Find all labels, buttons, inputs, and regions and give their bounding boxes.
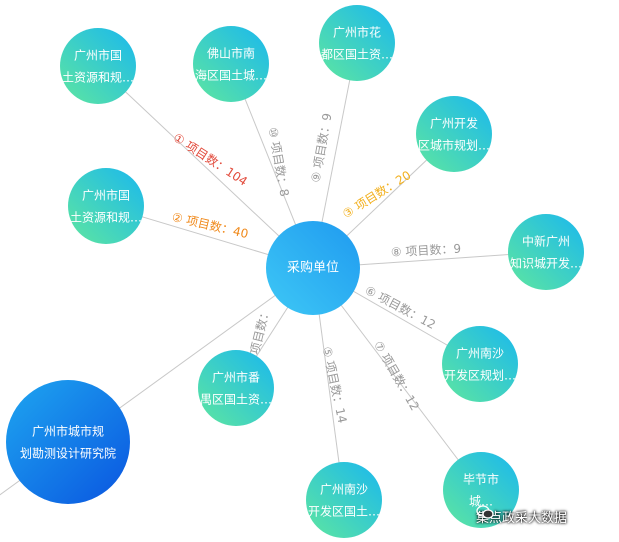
node-n7-circle[interactable] (443, 452, 519, 528)
node-n10-circle[interactable] (193, 26, 269, 102)
node-n10-label-line2: 海区国土城… (195, 68, 267, 83)
node-n4-circle[interactable] (198, 350, 274, 426)
node-big-circle[interactable] (6, 380, 130, 504)
node-n9-label-line1: 广州市花 (333, 25, 381, 40)
node-n1-label-line2: 土资源和规… (62, 70, 134, 85)
edge-label-n10: ⑩ 项目数：8 (266, 126, 293, 198)
edge-label-n1: ① 项目数：104 (171, 130, 251, 189)
node-n9[interactable]: 广州市花都区国土资… (319, 5, 395, 81)
node-n6-circle[interactable] (442, 326, 518, 402)
node-n7-label-line1: 毕节市 (463, 472, 499, 487)
node-n8-circle[interactable] (508, 214, 584, 290)
edge-label-n2: ② 项目数：40 (171, 209, 250, 241)
node-n10[interactable]: 佛山市南海区国土城… (193, 26, 269, 102)
edge-label-n8: ⑧ 项目数：9 (390, 241, 461, 260)
node-n2-label-line1: 广州市国 (82, 188, 130, 203)
edge-label-n6: ⑥ 项目数：12 (363, 282, 439, 332)
node-n2[interactable]: 广州市国土资源和规… (68, 168, 144, 244)
watermark-text: 集点政采大数据 (476, 510, 568, 526)
center-node-circle[interactable] (266, 221, 360, 315)
node-n4-label-line2: 禺区国土资… (200, 393, 272, 407)
node-n1[interactable]: 广州市国土资源和规… (60, 28, 136, 104)
node-n6-label-line2: 开发区规划… (444, 368, 516, 383)
node-n9-circle[interactable] (319, 5, 395, 81)
node-n3-circle[interactable] (416, 96, 492, 172)
node-n8-label-line1: 中新广州 (522, 234, 570, 249)
node-layer: 广州市国土资源和规…广州市国土资源和规…广州开发区城市规划…广州市番禺区国土资…… (6, 5, 584, 538)
node-n3-label-line2: 区城市规划… (418, 138, 490, 153)
node-n6-label-line1: 广州南沙 (456, 346, 504, 361)
wechat-icon (476, 505, 494, 519)
center-node[interactable]: 采购单位 (266, 221, 360, 315)
node-n4-label-line1: 广州市番 (212, 370, 260, 385)
edge-label-n5: ⑤ 项目数：14 (320, 345, 351, 424)
center-node-label: 采购单位 (287, 260, 339, 276)
node-n9-label-line2: 都区国土资… (321, 48, 393, 62)
node-big-label-line1: 广州市城市规 (32, 424, 104, 439)
edge-label-n7: ⑦ 项目数：12 (371, 338, 423, 413)
node-n7-label-line2: 城… (469, 495, 493, 509)
node-n2-circle[interactable] (68, 168, 144, 244)
node-big-label-line2: 划勘测设计研究院 (20, 446, 116, 461)
node-n8-label-line2: 知识城开发… (510, 256, 582, 271)
node-n8[interactable]: 中新广州知识城开发… (508, 214, 584, 290)
node-n5-label-line2: 开发区国土… (308, 504, 380, 519)
node-n4[interactable]: 广州市番禺区国土资… (198, 350, 274, 426)
node-n1-circle[interactable] (60, 28, 136, 104)
node-n7[interactable]: 毕节市城… (443, 452, 519, 528)
node-n2-label-line2: 土资源和规… (70, 210, 142, 225)
node-n3[interactable]: 广州开发区城市规划… (416, 96, 492, 172)
watermark: 集点政采大数据 (476, 505, 567, 527)
node-n10-label-line1: 佛山市南 (207, 46, 255, 61)
edge-n1 (97, 65, 314, 269)
node-n5-circle[interactable] (306, 462, 382, 538)
node-n5-label-line1: 广州南沙 (320, 482, 368, 497)
edge-label-n9: ⑨ 项目数：9 (308, 112, 335, 184)
node-n5[interactable]: 广州南沙开发区国土… (306, 462, 382, 538)
node-n6[interactable]: 广州南沙开发区规划… (442, 326, 518, 402)
node-n1-label-line1: 广州市国 (74, 48, 122, 63)
node-n3-label-line1: 广州开发 (430, 116, 478, 131)
edge-label-n3: ③ 项目数：20 (339, 167, 413, 221)
